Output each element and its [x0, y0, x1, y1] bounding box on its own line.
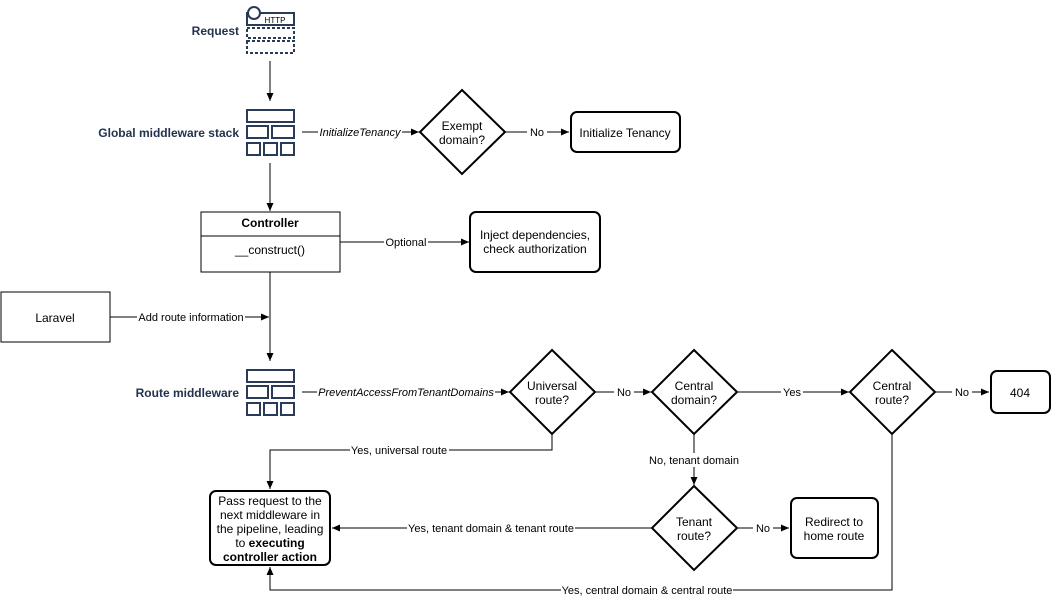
pass-line4-prefix: to — [235, 536, 245, 550]
decision-exempt-line2: domain? — [439, 133, 485, 147]
process-redirect-line1: Redirect to — [805, 515, 863, 529]
lane-label-request: Request — [192, 24, 239, 38]
edge-label-yes-central: Yes, central domain & central route — [562, 585, 733, 597]
edge-label-no-universal: No — [617, 387, 631, 399]
edge-label-prevent-access: PreventAccessFromTenantDomains — [318, 387, 494, 399]
decision-tenant-route-line1: Tenant — [676, 515, 713, 529]
edge-yes-universal — [266, 434, 553, 489]
pass-line5: controller action — [223, 550, 317, 564]
edge-label-add-route-info: Add route information — [138, 312, 243, 324]
decision-exempt-line1: Exempt — [442, 119, 483, 133]
http-label: HTTP — [265, 16, 286, 25]
controller-box — [200, 211, 341, 273]
pass-line4-bold: executing — [249, 536, 305, 550]
edge-label-optional: Optional — [386, 237, 427, 249]
lane-label-global-middleware: Global middleware stack — [98, 126, 239, 140]
edge-label-no-exempt: No — [530, 127, 544, 139]
lane-label-route-middleware: Route middleware — [136, 386, 240, 400]
decision-central-domain-line2: domain? — [671, 393, 717, 407]
terminal-404 — [990, 370, 1051, 414]
decision-central-route-line1: Central — [873, 379, 912, 393]
edge-label-no-tenant-route: No — [756, 523, 770, 535]
process-inject-line1: Inject dependencies, — [480, 228, 590, 242]
pass-line3: the pipeline, leading — [217, 522, 324, 536]
edge-label-yes-universal: Yes, universal route — [351, 445, 447, 457]
process-initialize-tenancy-label: Initialize Tenancy — [579, 126, 670, 140]
process-initialize-tenancy — [570, 111, 681, 153]
pass-line2: next middleware in — [220, 508, 320, 522]
edge-label-no-central-route: No — [955, 387, 969, 399]
process-pass-request — [209, 490, 331, 566]
pass-line1: Pass request to the — [218, 494, 322, 508]
decision-tenant-route-line2: route? — [677, 529, 711, 543]
laravel-box — [0, 291, 111, 343]
edge-label-initialize-tenancy: InitializeTenancy — [320, 127, 402, 139]
terminal-404-label: 404 — [1010, 386, 1030, 400]
controller-method: __construct() — [234, 243, 305, 257]
http-request-icon: HTTP — [246, 6, 295, 54]
edge-label-yes: Yes — [783, 387, 801, 399]
route-middleware-icon — [246, 369, 295, 416]
decision-tenant-route — [650, 484, 739, 572]
decision-universal-line1: Universal — [527, 379, 577, 393]
middleware-stack-icon — [246, 109, 295, 156]
decision-exempt-domain — [418, 88, 507, 176]
decision-central-route-line2: route? — [875, 393, 909, 407]
process-redirect-line2: home route — [804, 529, 865, 543]
decision-universal-line2: route? — [535, 393, 569, 407]
pass-line4: to executing — [235, 536, 304, 550]
decision-central-domain-line1: Central — [675, 379, 714, 393]
edge-label-no-tenant-domain: No, tenant domain — [649, 455, 739, 467]
controller-title: Controller — [241, 216, 299, 230]
laravel-label: Laravel — [35, 311, 74, 325]
edge-label-yes-tenant: Yes, tenant domain & tenant route — [408, 523, 574, 535]
process-redirect-home — [790, 497, 879, 559]
process-inject-line2: check authorization — [483, 242, 586, 256]
process-inject-dependencies — [469, 211, 601, 273]
